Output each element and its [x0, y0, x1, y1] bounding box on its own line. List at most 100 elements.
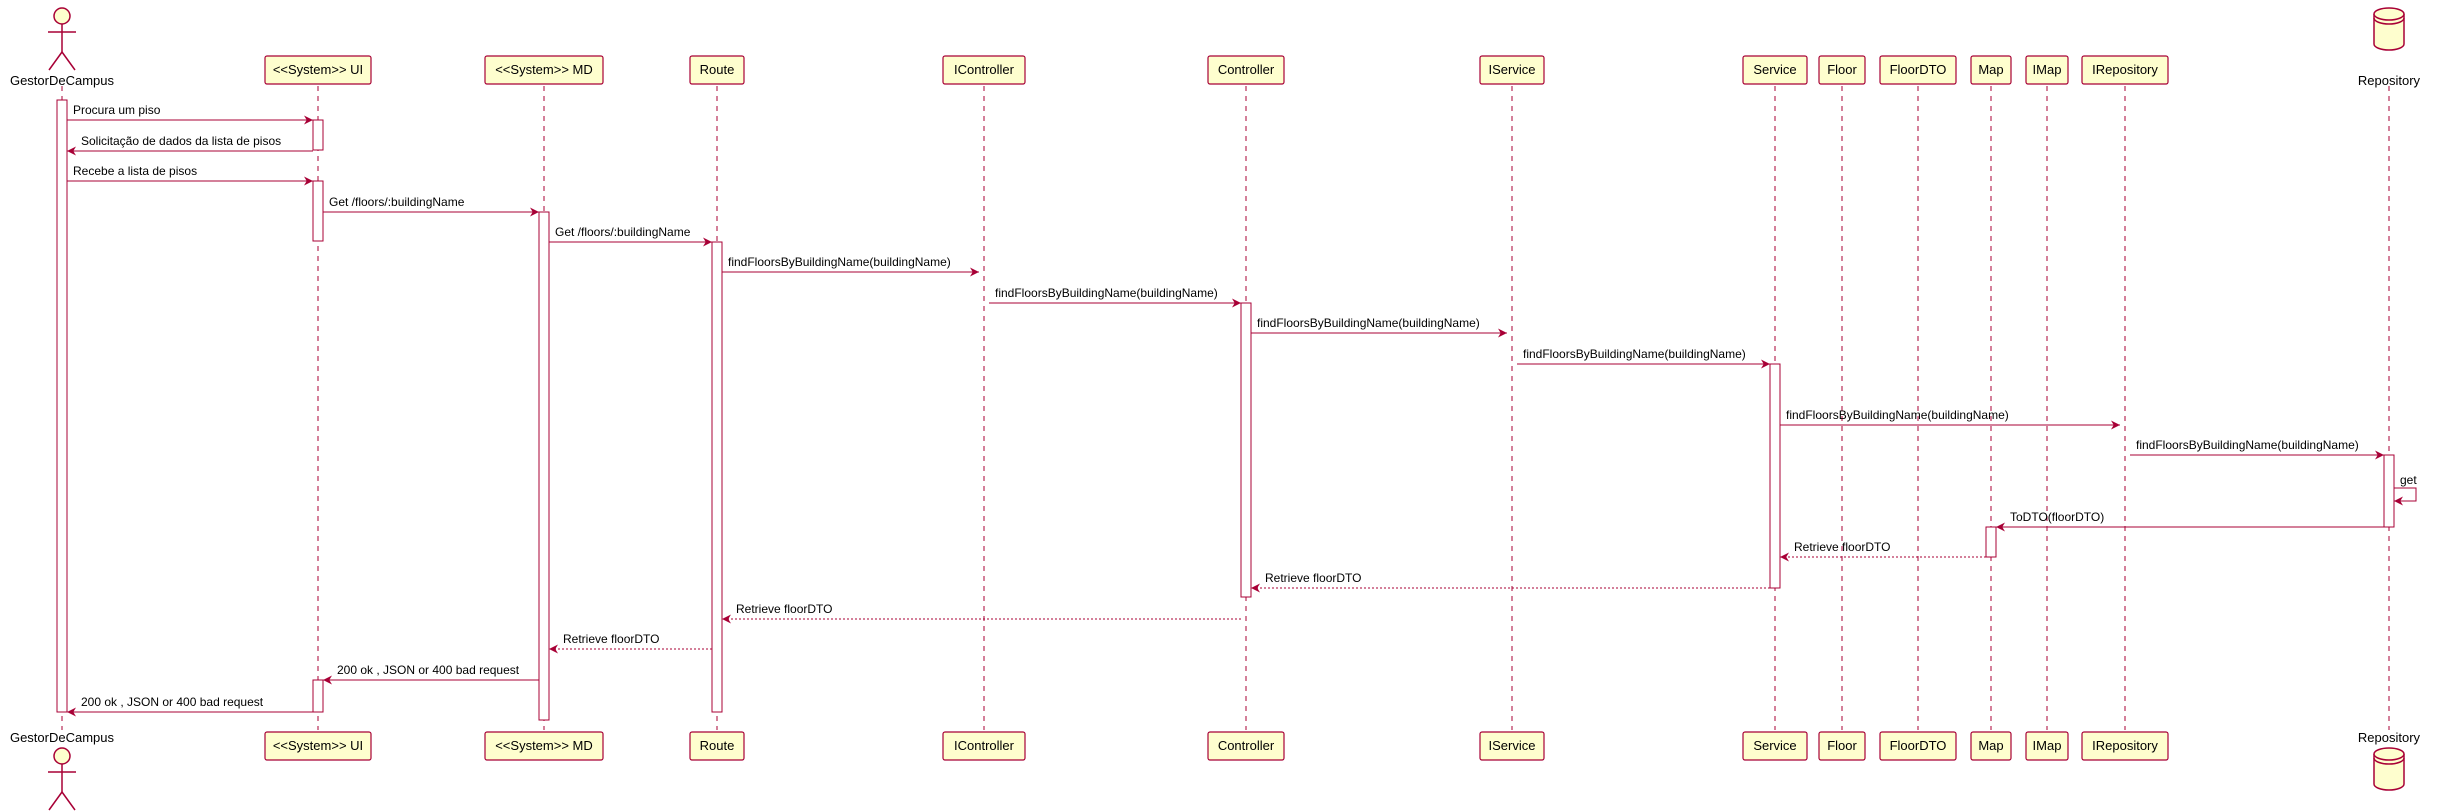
- message-label: findFloorsByBuildingName(buildingName): [1786, 408, 2009, 422]
- participant-icontroller-bottom: IController: [942, 731, 1026, 761]
- activation-bar-gestor: [56, 99, 68, 713]
- message-label: findFloorsByBuildingName(buildingName): [1257, 316, 1480, 330]
- message-label: 200 ok , JSON or 400 bad request: [81, 695, 264, 709]
- activation-bar-ui: [312, 119, 324, 151]
- message-9: findFloorsByBuildingName(buildingName): [1517, 347, 1770, 369]
- message-8: findFloorsByBuildingName(buildingName): [1251, 316, 1507, 338]
- participant-iservice-top: IService: [1479, 55, 1545, 85]
- participant-md-top: <<System>> MD: [484, 55, 604, 85]
- participant-label: Floor: [1827, 738, 1857, 753]
- participant-label: Map: [1978, 62, 2003, 77]
- participant-label: Repository: [2358, 730, 2421, 745]
- message-label: Retrieve floorDTO: [1265, 571, 1361, 585]
- message-13: ToDTO(floorDTO): [1996, 510, 2384, 532]
- participant-label: IController: [954, 62, 1015, 77]
- activation-bar-controller: [1240, 302, 1252, 598]
- database-icon: [2373, 7, 2405, 51]
- participant-label: IRepository: [2092, 62, 2158, 77]
- participant-controller-top: Controller: [1207, 55, 1285, 85]
- participant-ui-bottom: <<System>> UI: [264, 731, 372, 761]
- participant-route-top: Route: [689, 55, 745, 85]
- activation-bar-repository: [2383, 454, 2395, 528]
- activation-bar-map: [1985, 526, 1997, 558]
- message-label: Retrieve floorDTO: [1794, 540, 1890, 554]
- message-label: findFloorsByBuildingName(buildingName): [995, 286, 1218, 300]
- activation-bar-service: [1769, 363, 1781, 589]
- activation-bar-ui: [312, 180, 324, 242]
- message-label: Retrieve floorDTO: [736, 602, 832, 616]
- participant-iservice-bottom: IService: [1479, 731, 1545, 761]
- participant-map-bottom: Map: [1970, 731, 2012, 761]
- message-label: 200 ok , JSON or 400 bad request: [337, 663, 520, 677]
- message-14: Retrieve floorDTO: [1780, 540, 1986, 562]
- message-17: Retrieve floorDTO: [549, 632, 712, 654]
- participant-label: GestorDeCampus: [10, 73, 115, 88]
- message-15: Retrieve floorDTO: [1251, 571, 1770, 593]
- participant-label: FloorDTO: [1890, 62, 1947, 77]
- participant-label: Route: [700, 738, 735, 753]
- message-label: Get /floors/:buildingName: [555, 225, 691, 239]
- message-16: Retrieve floorDTO: [722, 602, 1241, 624]
- message-label: Solicitação de dados da lista de pisos: [81, 134, 281, 148]
- actor-stick-figure-icon: [48, 7, 76, 71]
- participant-route-bottom: Route: [689, 731, 745, 761]
- participant-label: Map: [1978, 738, 2003, 753]
- participant-floor-top: Floor: [1818, 55, 1866, 85]
- participant-map-top: Map: [1970, 55, 2012, 85]
- database-icon: [2373, 747, 2405, 791]
- participant-imap-top: IMap: [2025, 55, 2069, 85]
- message-12: get: [2394, 473, 2417, 506]
- actor-gestor-top: GestorDeCampus: [10, 7, 115, 88]
- participant-md-bottom: <<System>> MD: [484, 731, 604, 761]
- message-label: Recebe a lista de pisos: [73, 164, 197, 178]
- participant-floor-bottom: Floor: [1818, 731, 1866, 761]
- participant-label: Floor: [1827, 62, 1857, 77]
- participant-irepository-bottom: IRepository: [2081, 731, 2169, 761]
- participant-label: FloorDTO: [1890, 738, 1947, 753]
- participant-icontroller-top: IController: [942, 55, 1026, 85]
- message-label: Retrieve floorDTO: [563, 632, 659, 646]
- participant-label: GestorDeCampus: [10, 730, 115, 745]
- participant-label: IController: [954, 738, 1015, 753]
- participant-service-top: Service: [1742, 55, 1808, 85]
- activation-bar-md: [538, 211, 550, 721]
- message-3: Recebe a lista de pisos: [67, 164, 313, 186]
- message-label: Procura um piso: [73, 103, 161, 117]
- message-2: Solicitação de dados da lista de pisos: [67, 134, 313, 156]
- participant-label: Controller: [1218, 738, 1275, 753]
- message-10: findFloorsByBuildingName(buildingName): [1780, 408, 2120, 430]
- message-1: Procura um piso: [67, 103, 313, 125]
- participant-label: IRepository: [2092, 738, 2158, 753]
- participant-label: Service: [1753, 738, 1796, 753]
- participant-label: IMap: [2033, 62, 2062, 77]
- participant-label: <<System>> MD: [495, 738, 593, 753]
- participant-label: IService: [1489, 738, 1536, 753]
- participant-label: Service: [1753, 62, 1796, 77]
- participant-label: IService: [1489, 62, 1536, 77]
- participant-label: IMap: [2033, 738, 2062, 753]
- participant-service-bottom: Service: [1742, 731, 1808, 761]
- message-4: Get /floors/:buildingName: [323, 195, 539, 217]
- participant-ui-top: <<System>> UI: [264, 55, 372, 85]
- database-repository-top: Repository: [2358, 7, 2421, 88]
- participant-imap-bottom: IMap: [2025, 731, 2069, 761]
- participant-label: <<System>> MD: [495, 62, 593, 77]
- participant-label: Controller: [1218, 62, 1275, 77]
- message-label: findFloorsByBuildingName(buildingName): [2136, 438, 2359, 452]
- participant-label: Repository: [2358, 73, 2421, 88]
- message-6: findFloorsByBuildingName(buildingName): [722, 255, 979, 277]
- participant-irepository-top: IRepository: [2081, 55, 2169, 85]
- participant-controller-bottom: Controller: [1207, 731, 1285, 761]
- participant-floordto-top: FloorDTO: [1879, 55, 1957, 85]
- activation-bar-route: [711, 241, 723, 713]
- database-repository-bottom: Repository: [2358, 730, 2421, 791]
- message-label: Get /floors/:buildingName: [329, 195, 465, 209]
- message-19: 200 ok , JSON or 400 bad request: [67, 695, 313, 717]
- message-label: findFloorsByBuildingName(buildingName): [728, 255, 951, 269]
- actor-stick-figure-icon: [48, 747, 76, 811]
- message-18: 200 ok , JSON or 400 bad request: [323, 663, 539, 685]
- participant-label: <<System>> UI: [273, 738, 363, 753]
- message-11: findFloorsByBuildingName(buildingName): [2130, 438, 2384, 460]
- message-label: get: [2400, 473, 2417, 487]
